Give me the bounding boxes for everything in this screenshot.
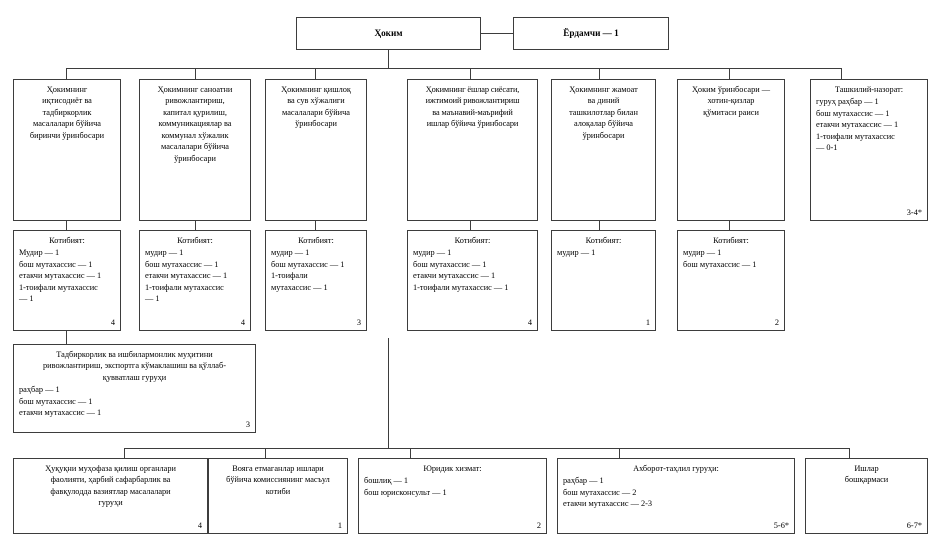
secretariat-women-count: 2 xyxy=(774,317,779,327)
connector-head-to-assistant xyxy=(481,33,513,34)
box-law-enforcement-group[interactable]: Ҳуқуқни муҳофаза қилиш органлари фаолият… xyxy=(13,458,208,534)
law-enforcement-count: 4 xyxy=(197,520,202,530)
secretariat-industry-lines: мудир — 1 бош мутахассис — 1 етакчи мута… xyxy=(145,248,228,304)
box-deputy-youth[interactable]: Ҳокимнинг ёшлар сиёсати, ижтимоий ривожл… xyxy=(407,79,538,221)
connector-drop-bottom-5 xyxy=(849,448,850,458)
connector-head-to-bottom-stem xyxy=(388,338,389,448)
connector-deputy2-to-secretariat xyxy=(195,221,196,230)
connector-deputy-bus xyxy=(66,68,842,69)
box-deputy-industry[interactable]: Ҳокимнинг саноатни ривожлантириш, капита… xyxy=(139,79,251,221)
box-secretariat-public-religious[interactable]: Котибият: мудир — 1 1 xyxy=(551,230,656,331)
connector-drop-deputy-5 xyxy=(599,68,600,79)
box-secretariat-youth[interactable]: Котибият: мудир — 1 бош мутахассис — 1 е… xyxy=(407,230,538,331)
legal-service-count: 2 xyxy=(536,520,541,530)
entrepreneurship-lines: раҳбар — 1 бош мутахассис — 1 етакчи мут… xyxy=(19,385,102,418)
law-enforcement-title: Ҳуқуқни муҳофаза қилиш органлари фаолият… xyxy=(45,464,176,508)
box-secretariat-economy[interactable]: Котибият: Мудир — 1 бош мутахассис — 1 е… xyxy=(13,230,121,331)
secretariat-youth-lines: мудир — 1 бош мутахассис — 1 етакчи мута… xyxy=(413,248,509,292)
secretariat-public-religious-title: Котибият: xyxy=(585,236,622,245)
secretariat-economy-lines: Мудир — 1 бош мутахассис — 1 етакчи мута… xyxy=(19,248,102,304)
box-head-hokim[interactable]: Ҳоким xyxy=(296,17,481,50)
secretariat-youth-title: Котибият: xyxy=(454,236,491,245)
connector-deputy1-to-secretariat xyxy=(66,221,67,230)
assistant-title: Ёрдамчи — 1 xyxy=(563,28,619,39)
minors-commission-count: 1 xyxy=(337,520,342,530)
affairs-department-title: Ишлар бошқармаси xyxy=(844,464,889,485)
minors-commission-title: Вояга етмаганлар ишлари бўйича комиссиян… xyxy=(226,464,330,496)
connector-head-stem xyxy=(388,50,389,68)
information-analysis-count: 5-6* xyxy=(773,520,789,530)
information-analysis-title: Ахборот-таҳлил гуруҳи: xyxy=(633,464,719,473)
box-deputy-public-religious[interactable]: Ҳокимнинг жамоат ва диний ташкилотлар би… xyxy=(551,79,656,221)
box-deputy-economy[interactable]: Ҳокимнинг иқтисодиёт ва тадбиркорлик мас… xyxy=(13,79,121,221)
box-affairs-department[interactable]: Ишлар бошқармаси 6-7* xyxy=(805,458,928,534)
secretariat-agriculture-title: Котибият: xyxy=(298,236,334,245)
box-deputy-agriculture[interactable]: Ҳокимнинг қишлоқ ва сув хўжалиги масалал… xyxy=(265,79,367,221)
affairs-department-count: 6-7* xyxy=(906,520,922,530)
box-assistant[interactable]: Ёрдамчи — 1 xyxy=(513,17,669,50)
connector-drop-bottom-4 xyxy=(619,448,620,458)
connector-drop-deputy-6 xyxy=(729,68,730,79)
deputy-women-title: Ҳоким ўринбосари — хотин-қизлар қўмитаси… xyxy=(691,85,771,117)
deputy-industry-title: Ҳокимнинг саноатни ривожлантириш, капита… xyxy=(157,85,233,163)
head-title: Ҳоким xyxy=(374,28,403,39)
connector-deputy4-to-secretariat xyxy=(470,221,471,230)
box-secretariat-industry[interactable]: Котибият: мудир — 1 бош мутахассис — 1 е… xyxy=(139,230,251,331)
information-analysis-lines: раҳбар — 1 бош мутахассис — 2 етакчи мут… xyxy=(563,476,653,509)
box-minors-commission-secretary[interactable]: Вояга етмаганлар ишлари бўйича комиссиян… xyxy=(208,458,348,534)
control-group-count: 3-4* xyxy=(906,207,922,217)
secretariat-economy-count: 4 xyxy=(110,317,115,327)
box-information-analysis-group[interactable]: Ахборот-таҳлил гуруҳи: раҳбар — 1 бош му… xyxy=(557,458,795,534)
entrepreneurship-count: 3 xyxy=(245,419,250,429)
legal-service-title: Юридик хизмат: xyxy=(423,464,482,473)
box-deputy-women[interactable]: Ҳоким ўринбосари — хотин-қизлар қўмитаси… xyxy=(677,79,785,221)
connector-drop-deputy-2 xyxy=(195,68,196,79)
secretariat-public-religious-count: 1 xyxy=(645,317,650,327)
secretariat-women-lines: мудир — 1 бош мутахассис — 1 xyxy=(683,248,757,269)
entrepreneurship-title: Тадбиркорлик ва ишбилармонлик муҳитини р… xyxy=(43,350,226,382)
secretariat-economy-title: Котибият: xyxy=(49,236,85,245)
secretariat-public-religious-lines: мудир — 1 xyxy=(557,248,596,258)
connector-drop-bottom-1 xyxy=(124,448,125,458)
connector-drop-bottom-2 xyxy=(265,448,266,458)
control-group-title: Ташкилий-назорат: xyxy=(834,85,904,94)
connector-drop-deputy-3 xyxy=(315,68,316,79)
control-group-lines: гуруҳ раҳбар — 1 бош мутахассис — 1 етак… xyxy=(816,97,899,153)
connector-drop-deputy-1 xyxy=(66,68,67,79)
secretariat-women-title: Котибият: xyxy=(713,236,749,245)
deputy-public-religious-title: Ҳокимнинг жамоат ва диний ташкилотлар би… xyxy=(569,85,638,140)
box-organizational-control-group[interactable]: Ташкилий-назорат: гуруҳ раҳбар — 1 бош м… xyxy=(810,79,928,221)
connector-bottom-bus xyxy=(124,448,849,449)
connector-deputy5-to-secretariat xyxy=(599,221,600,230)
box-legal-service[interactable]: Юридик хизмат: бошлиқ — 1 бош юрисконсул… xyxy=(358,458,547,534)
secretariat-industry-title: Котибият: xyxy=(177,236,213,245)
box-secretariat-agriculture[interactable]: Котибият: мудир — 1 бош мутахассис — 1 1… xyxy=(265,230,367,331)
box-entrepreneurship-support-group[interactable]: Тадбиркорлик ва ишбилармонлик муҳитини р… xyxy=(13,344,256,433)
connector-drop-bottom-3 xyxy=(410,448,411,458)
connector-deputy6-to-secretariat xyxy=(729,221,730,230)
secretariat-industry-count: 4 xyxy=(240,317,245,327)
secretariat-agriculture-lines: мудир — 1 бош мутахассис — 1 1-тоифали м… xyxy=(271,248,345,292)
legal-service-lines: бошлиқ — 1 бош юрисконсульт — 1 xyxy=(364,476,447,497)
box-secretariat-women[interactable]: Котибият: мудир — 1 бош мутахассис — 1 2 xyxy=(677,230,785,331)
connector-secretariat1-to-entrepreneurship xyxy=(66,331,67,344)
deputy-youth-title: Ҳокимнинг ёшлар сиёсати, ижтимоий ривожл… xyxy=(425,85,520,129)
secretariat-youth-count: 4 xyxy=(527,317,532,327)
connector-drop-deputy-4 xyxy=(470,68,471,79)
deputy-economy-title: Ҳокимнинг иқтисодиёт ва тадбиркорлик мас… xyxy=(29,85,105,140)
connector-deputy3-to-secretariat xyxy=(315,221,316,230)
secretariat-agriculture-count: 3 xyxy=(356,317,361,327)
deputy-agriculture-title: Ҳокимнинг қишлоқ ва сув хўжалиги масалал… xyxy=(281,85,351,129)
